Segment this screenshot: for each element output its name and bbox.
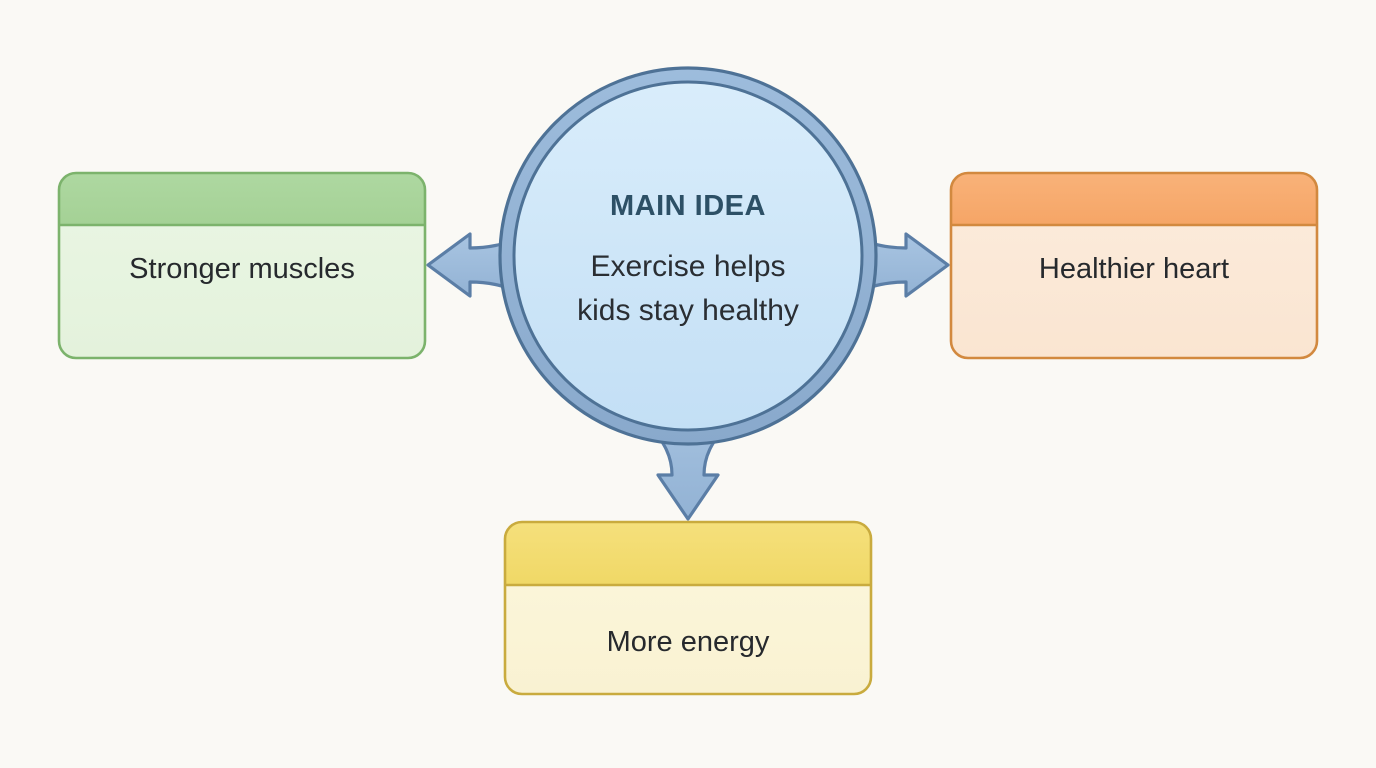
main-idea-heading: MAIN IDEA <box>610 190 766 222</box>
main-idea-body-line-2: kids stay healthy <box>577 294 799 327</box>
right-box-label: Healthier heart <box>1039 253 1229 285</box>
bottom-box-label: More energy <box>607 626 770 658</box>
right-box-outline <box>949 171 1319 360</box>
detail-box-more-energy[interactable]: More energy <box>503 520 873 696</box>
detail-box-healthier-heart[interactable]: Healthier heart <box>949 171 1319 360</box>
main-idea-circle[interactable]: MAIN IDEA Exercise helps kids stay healt… <box>498 66 878 446</box>
detail-box-stronger-muscles[interactable]: Stronger muscles <box>57 171 427 360</box>
main-idea-body-line-1: Exercise helps <box>590 250 785 283</box>
left-box-label: Stronger muscles <box>129 253 355 285</box>
main-idea-circle-inner <box>512 80 864 432</box>
right-box-header-band <box>951 173 1317 225</box>
bottom-box-outline <box>503 520 873 696</box>
left-box-outline <box>57 171 427 360</box>
left-box-header-band <box>59 173 425 225</box>
bottom-box-header-band <box>505 522 871 585</box>
